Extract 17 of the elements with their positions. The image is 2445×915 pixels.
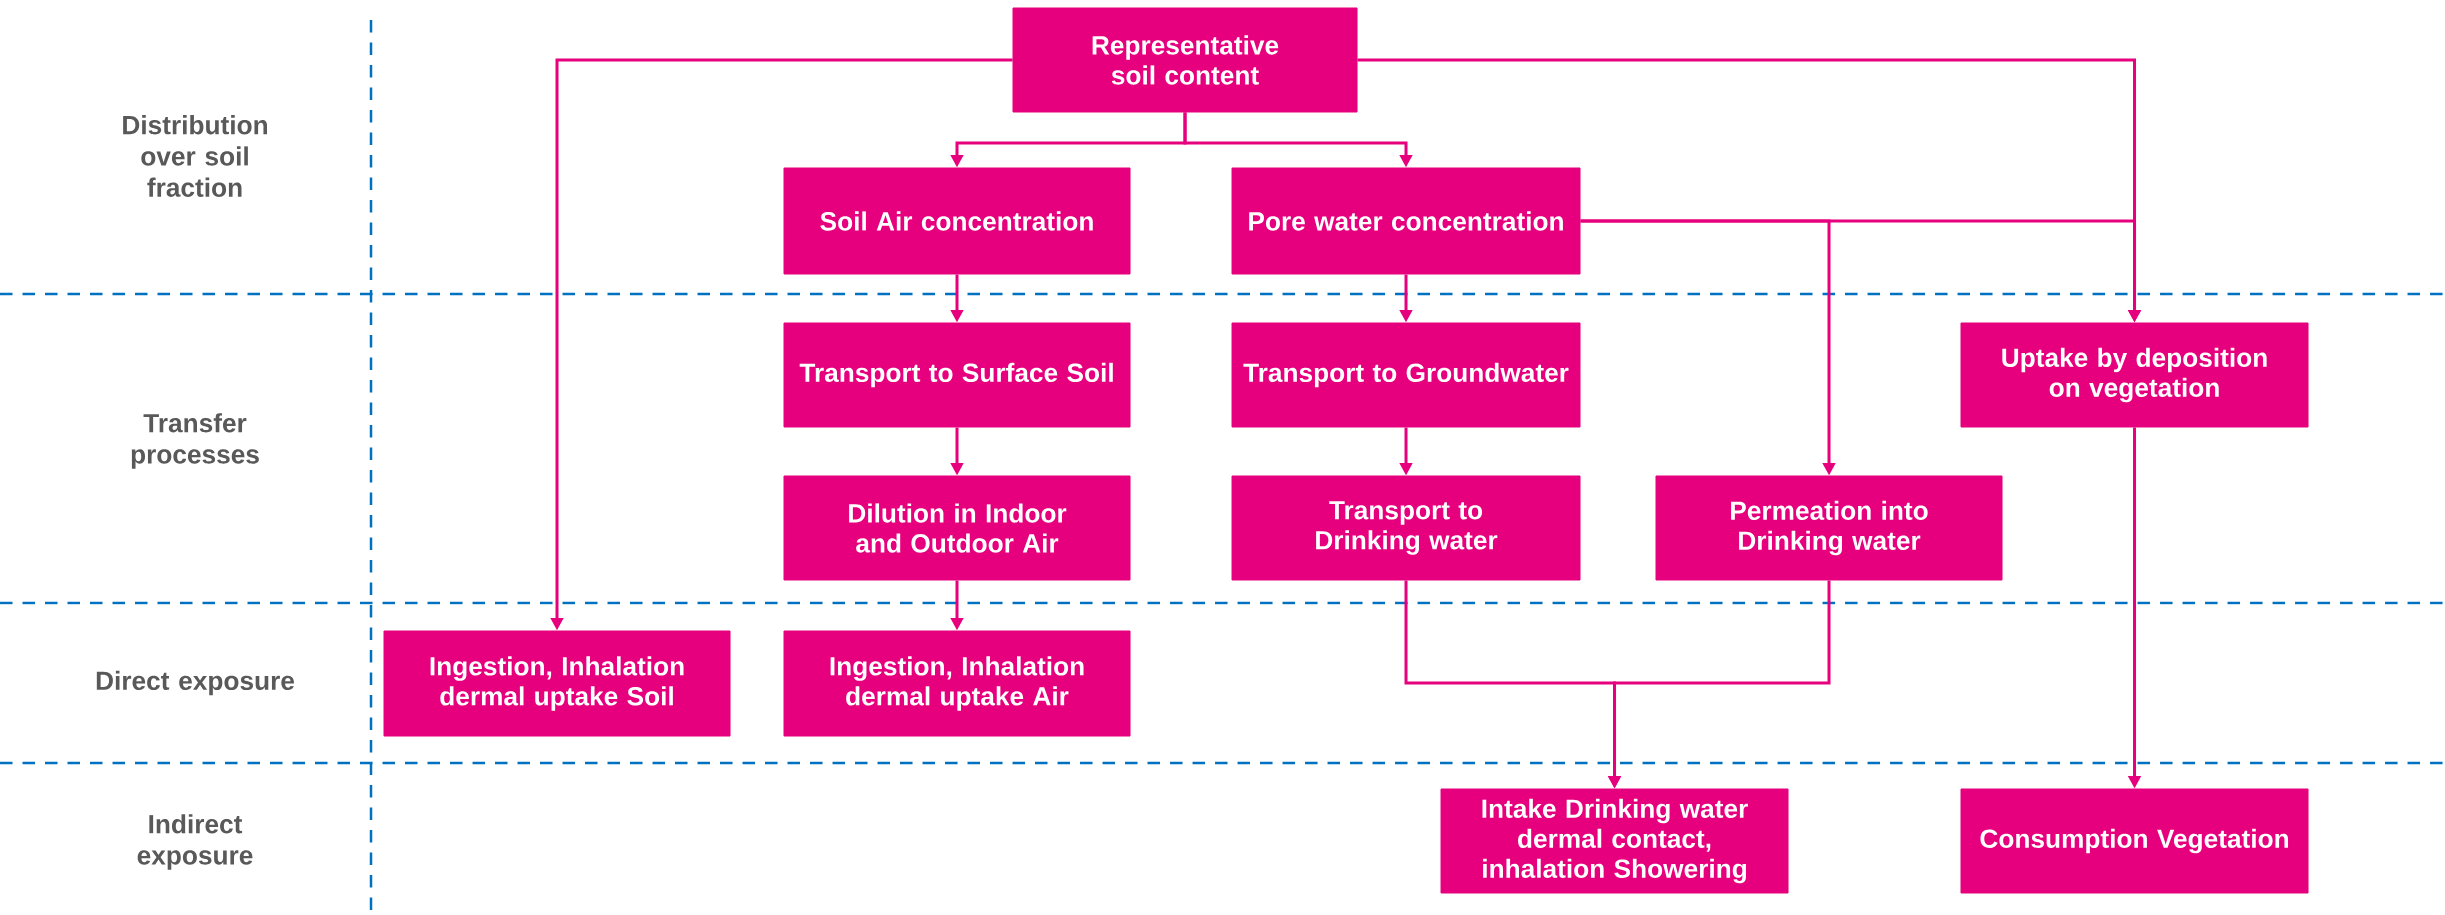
process-box: Transport to Groundwater [1231,322,1581,428]
process-box: Consumption Vegetation [1960,788,2309,894]
process-box: Transport to Drinking water [1231,475,1581,581]
process-box: Permeation into Drinking water [1655,475,2003,581]
process-box: Transport to Surface Soil [783,322,1131,428]
row-label: Transfer processes [131,413,259,469]
process-box: Ingestion, Inhalation dermal uptake Soil [383,630,731,737]
process-box: Soil Air concentration [783,167,1131,275]
process-box: Pore water concentration [1231,167,1581,275]
process-box: Uptake by deposition on vegetation [1960,322,2309,428]
row-label: Direct exposure [96,670,294,696]
row-label: Distribution over soil fraction [123,115,267,197]
process-box: Representative soil content [1012,7,1358,113]
process-box: Ingestion, Inhalation dermal uptake Air [783,630,1131,737]
process-box: Dilution in Indoor and Outdoor Air [783,475,1131,581]
row-label: Indirect exposure [137,814,253,870]
process-box: Intake Drinking water dermal contact, inhalation Showering [1440,788,1789,894]
